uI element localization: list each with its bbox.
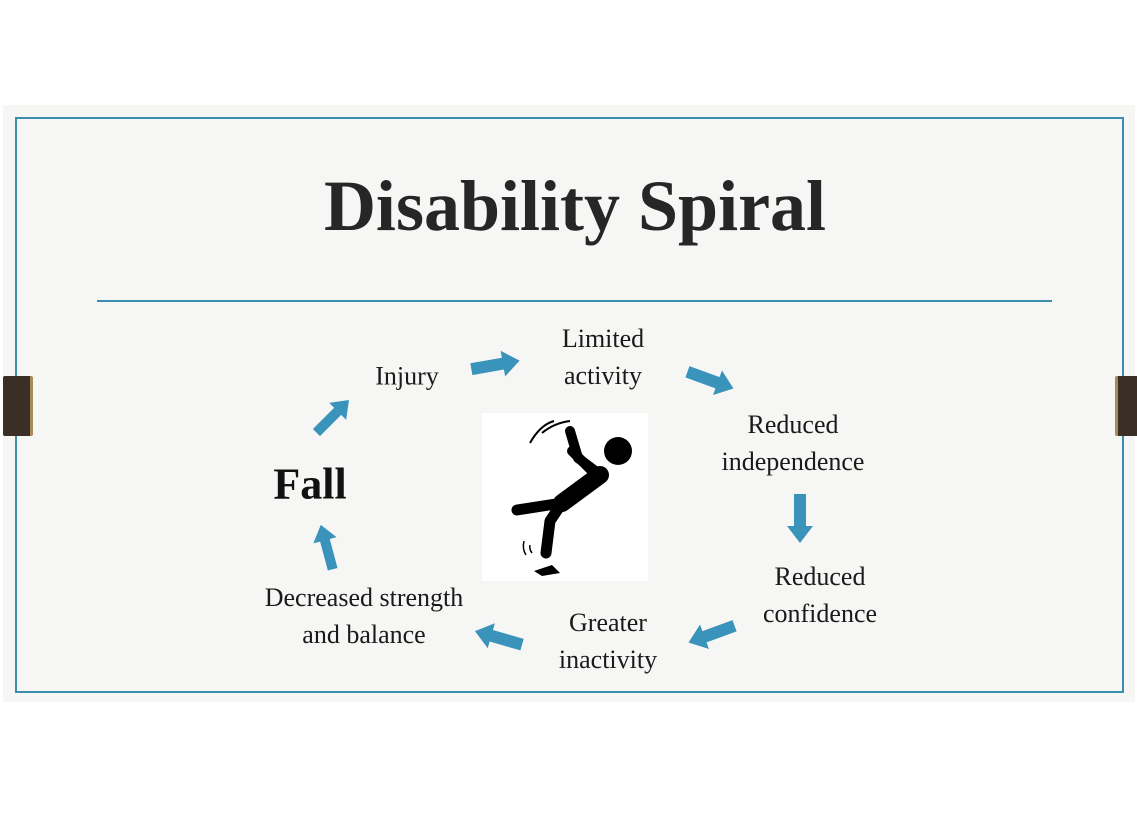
step-text: and balance bbox=[302, 620, 426, 649]
step-greater-inactivity: Greater inactivity bbox=[559, 604, 657, 678]
step-decreased-strength: Decreased strength and balance bbox=[265, 579, 464, 653]
arrow-icon bbox=[313, 524, 338, 571]
title-divider bbox=[97, 300, 1052, 302]
binder-clip-left bbox=[3, 376, 33, 436]
step-limited-activity: Limited activity bbox=[562, 320, 644, 394]
step-reduced-confidence: Reduced confidence bbox=[763, 558, 877, 632]
step-text: independence bbox=[721, 447, 865, 476]
arrow-icon bbox=[688, 620, 737, 649]
arrow-icon bbox=[474, 623, 524, 651]
falling-person-icon bbox=[482, 413, 648, 581]
step-text: Decreased strength bbox=[264, 583, 464, 612]
step-text: Reduced bbox=[747, 410, 839, 439]
step-text: activity bbox=[564, 361, 642, 390]
step-text: Injury bbox=[375, 361, 439, 391]
step-fall: Fall bbox=[273, 459, 347, 509]
step-text: confidence bbox=[762, 599, 878, 628]
step-text: inactivity bbox=[558, 645, 658, 674]
step-reduced-independence: Reduced independence bbox=[722, 406, 865, 480]
slide bbox=[3, 105, 1135, 702]
step-injury: Injury bbox=[375, 358, 439, 395]
step-text: Limited bbox=[561, 324, 645, 353]
binder-clip-right bbox=[1115, 376, 1137, 436]
arrow-icon bbox=[470, 350, 520, 377]
arrow-icon bbox=[787, 494, 813, 543]
step-text: Greater bbox=[569, 608, 647, 637]
arrow-icon bbox=[312, 400, 349, 437]
slide-title: Disability Spiral bbox=[323, 166, 827, 246]
arrow-icon bbox=[685, 366, 734, 395]
step-text: Reduced bbox=[774, 562, 866, 591]
